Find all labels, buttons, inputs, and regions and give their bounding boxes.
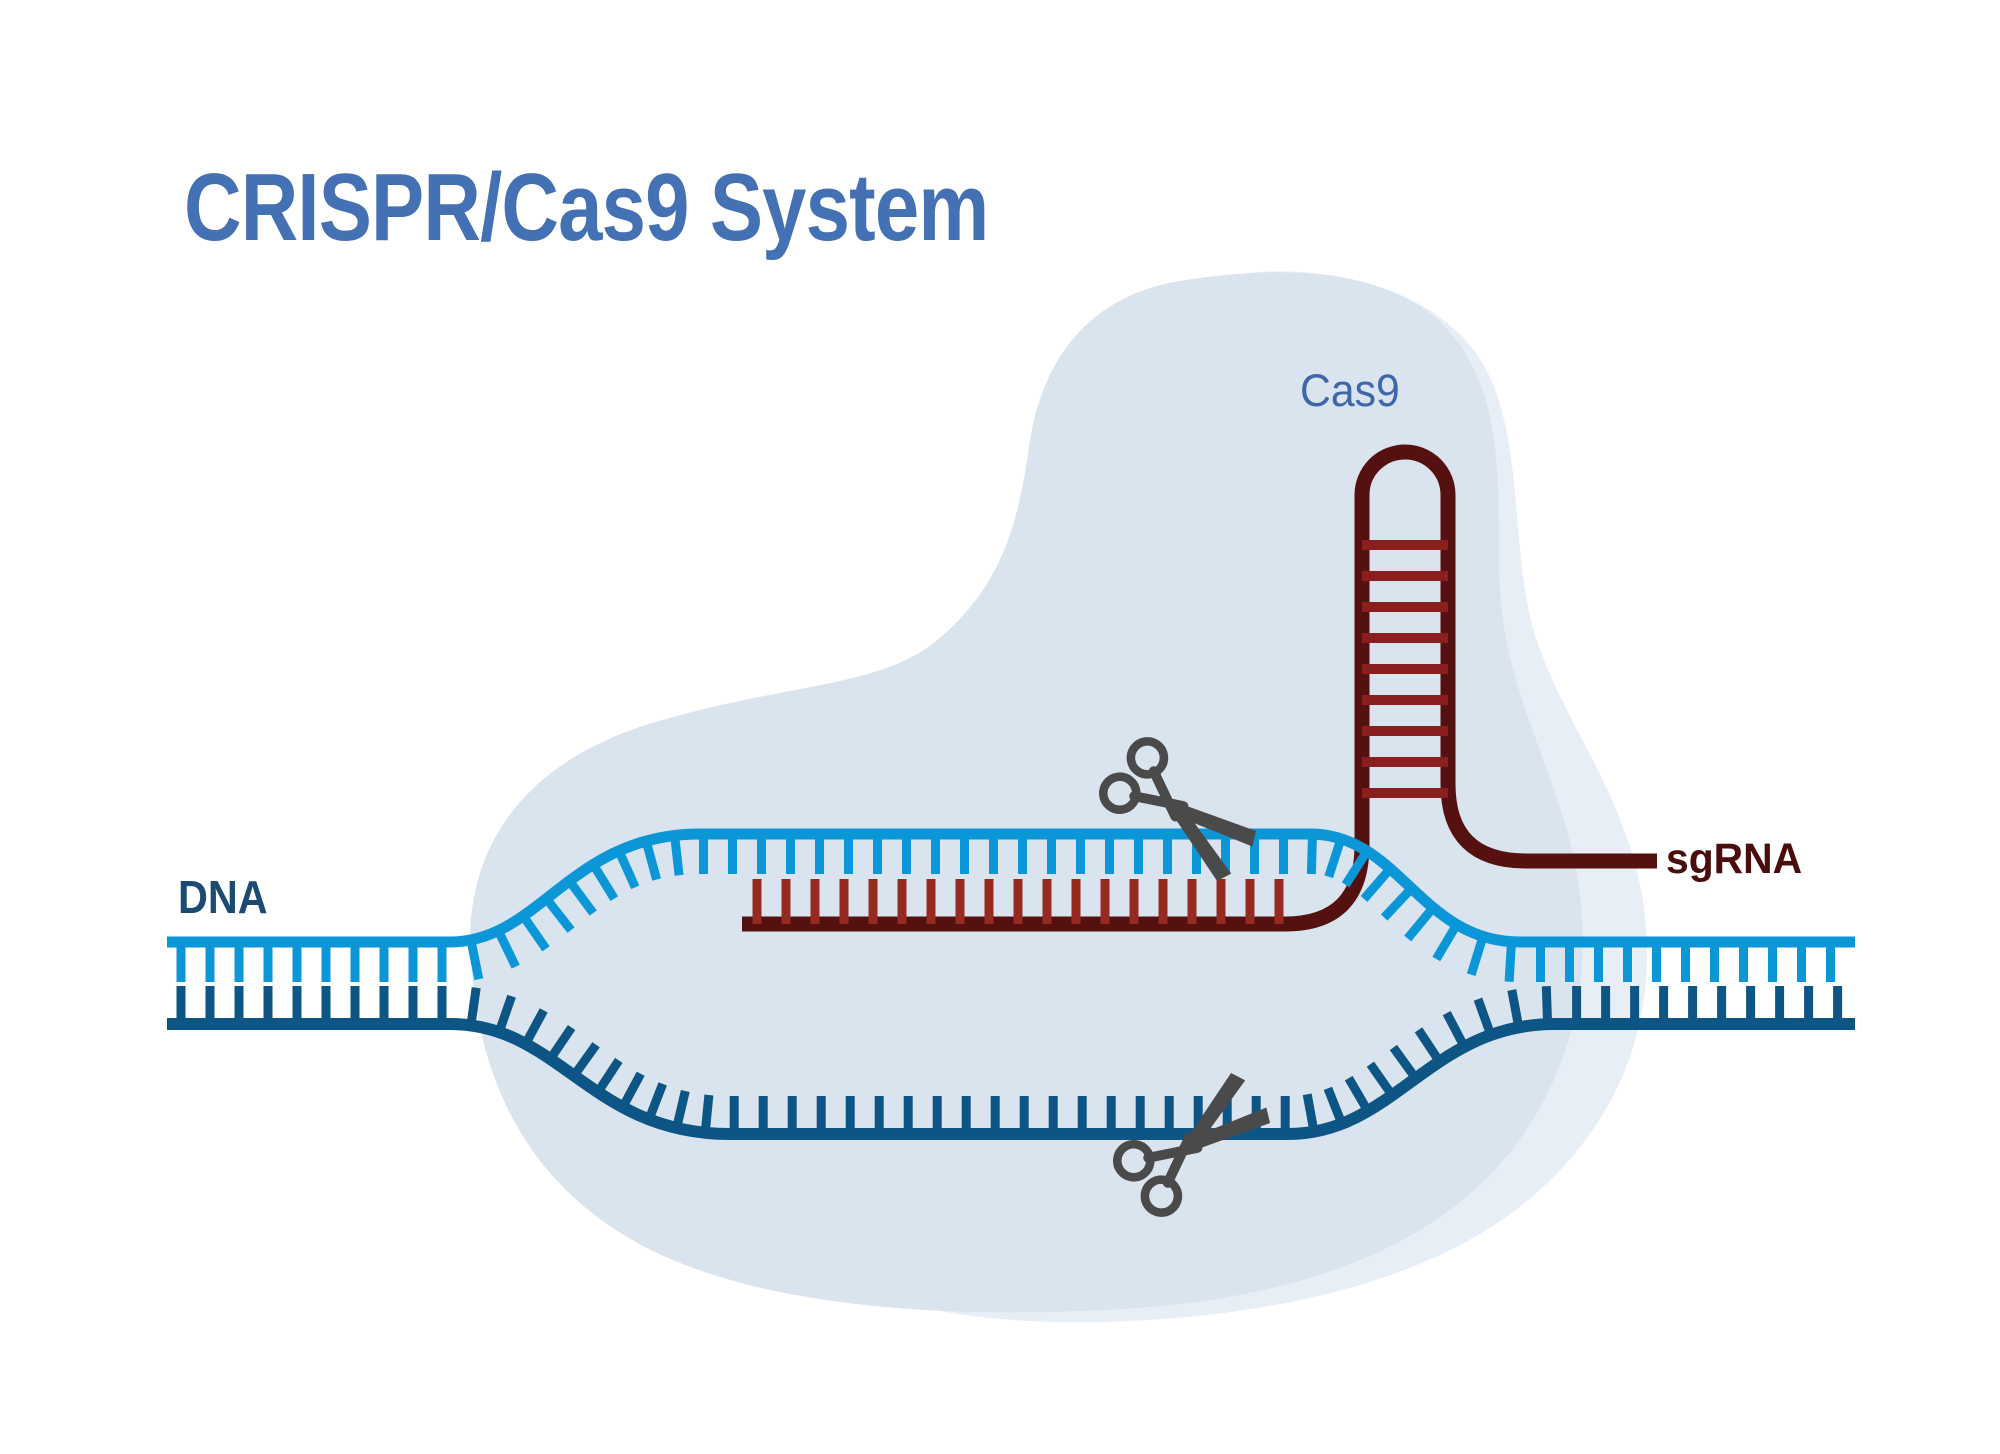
sgrna-label: sgRNA [1666, 835, 1803, 883]
sgrna-teeth [752, 879, 1284, 924]
cas9-blob [470, 272, 1583, 1313]
dna-bottom-strand-teeth [176, 986, 1843, 1134]
sgrna-rungs [1362, 540, 1448, 798]
dna-label: DNA [178, 871, 268, 923]
sgrna-strand [742, 444, 1657, 932]
page-title: CRISPR/Cas9 System [184, 154, 989, 261]
scissors-icon-bottom [1112, 1073, 1271, 1217]
cas9-label: Cas9 [1300, 365, 1400, 416]
dna-top-strand-teeth [176, 833, 1835, 982]
scissors-icon-top [1098, 737, 1257, 881]
